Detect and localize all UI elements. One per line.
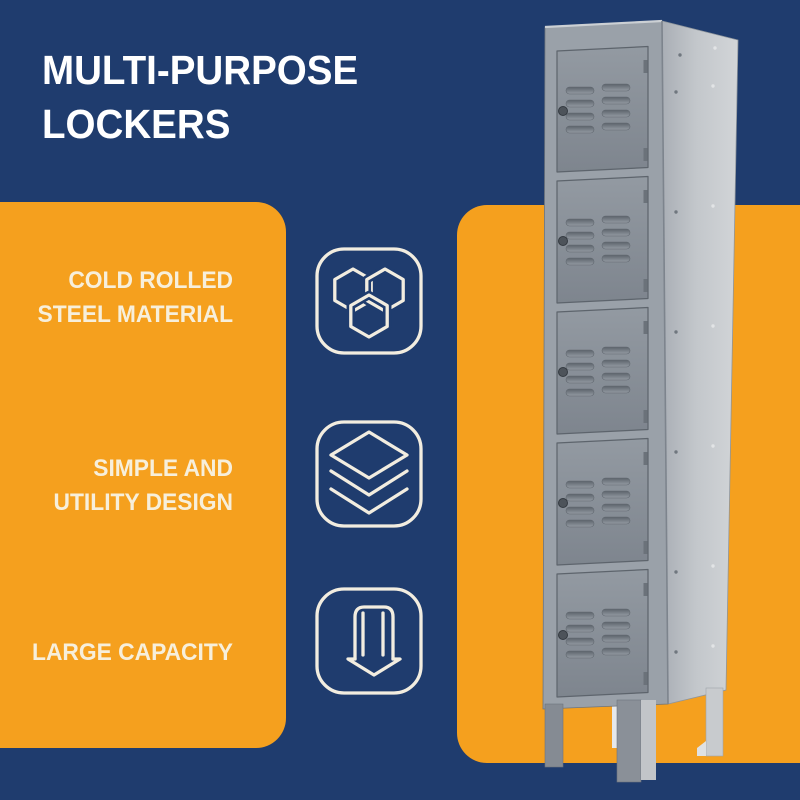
locker-door <box>556 45 649 173</box>
locker-front-right-leg <box>616 699 656 783</box>
locker-door <box>556 568 649 698</box>
locker-door <box>556 437 649 566</box>
feature-line: LARGE CAPACITY <box>32 639 234 666</box>
locker-door <box>556 175 649 304</box>
capacity-arrow-icon-svg <box>315 587 423 695</box>
locker-side-panel <box>661 20 739 705</box>
door-hinge <box>643 148 648 161</box>
door-lock <box>558 498 568 508</box>
locker-back-right-leg <box>697 687 724 757</box>
hexagon-structure-icon <box>313 245 425 357</box>
page-title: MULTI-PURPOSE LOCKERS <box>42 43 358 151</box>
feature-large-capacity: LARGE CAPACITY <box>12 636 233 670</box>
door-lock <box>558 106 568 116</box>
feature-line: UTILITY DESIGN <box>53 489 234 516</box>
stacked-layers-icon-svg <box>315 420 423 528</box>
locker-front-left-leg <box>544 703 564 768</box>
locker-door <box>556 306 649 435</box>
door-hinge <box>643 321 648 334</box>
feature-line: STEEL MATERIAL <box>37 301 234 328</box>
door-hinge <box>643 541 648 554</box>
door-hinge <box>643 672 648 685</box>
door-lock <box>558 236 568 246</box>
hexagon-structure-icon-svg <box>315 247 423 355</box>
door-hinge <box>643 410 648 423</box>
capacity-arrow-icon <box>313 585 425 697</box>
feature-line: COLD ROLLED <box>68 267 233 294</box>
title-line-2: LOCKERS <box>42 101 231 147</box>
rivet-dots <box>674 46 717 654</box>
door-hinge <box>643 190 648 203</box>
feature-simple-utility-design: SIMPLE AND UTILITY DESIGN <box>12 452 233 520</box>
locker-doors <box>556 45 649 698</box>
feature-line: SIMPLE AND <box>93 455 233 482</box>
door-hinge <box>643 60 648 73</box>
door-lock <box>558 630 568 640</box>
door-lock <box>558 367 568 377</box>
door-hinge <box>643 583 648 596</box>
locker-product-image <box>542 19 739 783</box>
left-orange-panel <box>0 202 286 748</box>
door-hinge <box>643 279 648 292</box>
door-hinge <box>643 452 648 465</box>
feature-cold-rolled-steel: COLD ROLLED STEEL MATERIAL <box>12 264 233 332</box>
stacked-layers-icon <box>313 418 425 530</box>
title-line-1: MULTI-PURPOSE <box>42 47 359 93</box>
